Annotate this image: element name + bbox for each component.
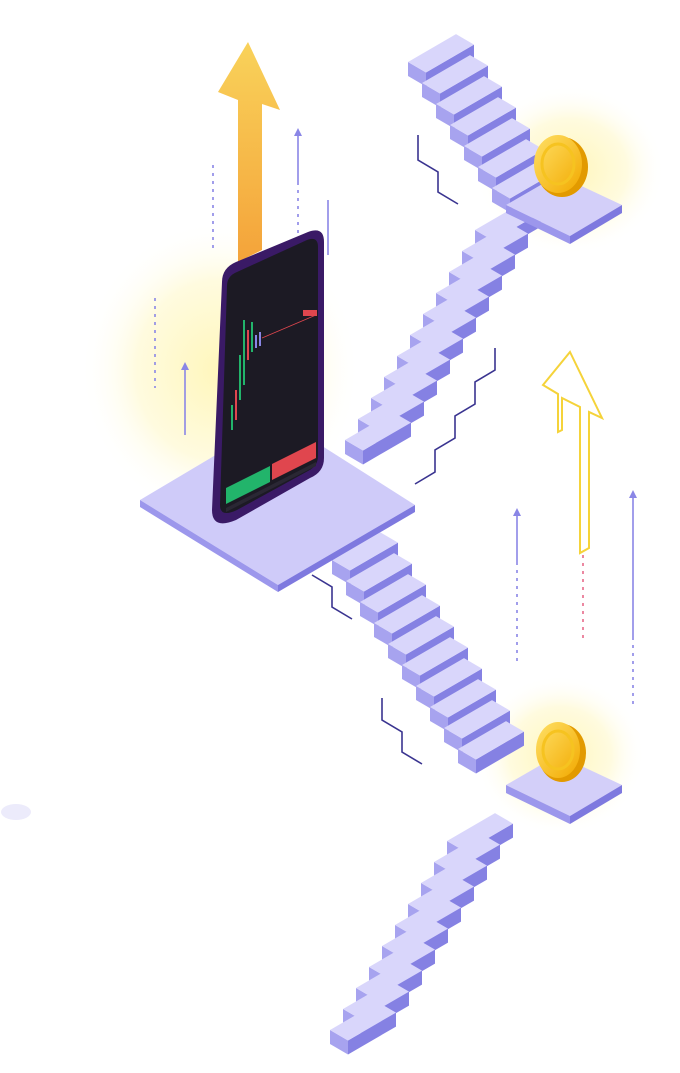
stair-step — [449, 244, 515, 283]
stair-step — [402, 665, 420, 690]
stair-step — [343, 981, 409, 1020]
thin-arrowheads — [181, 128, 637, 516]
stair-step — [408, 34, 474, 73]
stair-step — [402, 637, 468, 676]
up-arrow-icon — [181, 362, 189, 370]
stair-step — [371, 370, 437, 409]
up-arrow-icon — [294, 128, 302, 136]
stair-step — [384, 349, 450, 388]
stair-step — [397, 328, 463, 367]
stair-step — [360, 574, 426, 613]
decor-lines — [154, 135, 634, 705]
coin-platform-top — [506, 175, 622, 244]
stair-step — [447, 813, 513, 852]
zigzag-lines — [311, 135, 496, 765]
stair-step — [423, 286, 489, 325]
up-arrow-outline-icon — [541, 350, 605, 555]
bottom-nav — [226, 462, 316, 512]
stair-step — [358, 391, 424, 430]
stair-step — [458, 721, 524, 760]
stair-step — [388, 616, 454, 655]
stair-step — [478, 167, 496, 192]
stair-step — [430, 707, 448, 732]
stair-step — [346, 553, 412, 592]
stairs-layer — [330, 34, 558, 1055]
stair-step — [464, 118, 530, 157]
stair-step — [422, 55, 488, 94]
smartphone-icon — [212, 230, 324, 524]
zigzag — [417, 135, 459, 205]
zigzag — [414, 348, 496, 485]
stair-step — [464, 146, 482, 171]
main-platform — [140, 418, 415, 592]
stair-step — [345, 412, 411, 451]
stair-step — [434, 834, 500, 873]
up-arrow-icon — [629, 490, 637, 498]
stair-step — [332, 532, 398, 571]
stair-step — [369, 939, 435, 978]
zigzag — [311, 574, 353, 620]
stair-step — [332, 560, 350, 585]
stair-step — [421, 855, 487, 894]
stairs-middle — [332, 532, 524, 774]
stair-step — [348, 1012, 396, 1055]
stair-step — [458, 749, 476, 774]
stair-step — [492, 188, 510, 213]
zigzag — [381, 698, 423, 765]
price-chart — [231, 320, 261, 430]
stair-step — [410, 307, 476, 346]
stair-step — [436, 265, 502, 304]
stair-step — [374, 595, 440, 634]
buy-button — [226, 466, 270, 504]
up-arrow-icon — [513, 508, 521, 516]
dot-cluster — [1, 804, 31, 820]
coin-icon — [534, 135, 588, 197]
stair-step — [345, 440, 363, 465]
big-up-arrow-icon — [218, 42, 280, 262]
stair-step — [363, 422, 411, 465]
coin-icon-2 — [536, 722, 586, 782]
stair-step — [430, 679, 496, 718]
stair-step — [416, 686, 434, 711]
coin-platform-bottom — [506, 755, 622, 824]
stair-step — [360, 602, 378, 627]
stair-step — [422, 83, 440, 108]
stair-step — [330, 1030, 348, 1055]
sell-button — [272, 442, 316, 480]
stair-step — [346, 581, 364, 606]
stair-step — [408, 62, 426, 87]
phone-screen — [220, 238, 318, 514]
stair-step — [478, 139, 544, 178]
stair-step — [462, 223, 528, 262]
stair-step — [444, 728, 462, 753]
stair-step — [416, 658, 482, 697]
stair-step — [388, 644, 406, 669]
stair-step — [330, 1002, 396, 1041]
stairs-bottom — [330, 813, 513, 1055]
price-tag — [303, 310, 317, 316]
price-line — [261, 314, 317, 339]
stair-step — [476, 731, 524, 774]
stair-step — [450, 125, 468, 150]
stair-step — [374, 623, 392, 648]
stairs-upper — [345, 202, 541, 465]
stair-step — [444, 700, 510, 739]
stair-step — [382, 918, 448, 957]
stair-step — [395, 897, 461, 936]
stair-step — [436, 104, 454, 129]
stair-step — [436, 76, 502, 115]
stair-step — [450, 97, 516, 136]
stair-step — [356, 960, 422, 999]
stair-step — [408, 876, 474, 915]
